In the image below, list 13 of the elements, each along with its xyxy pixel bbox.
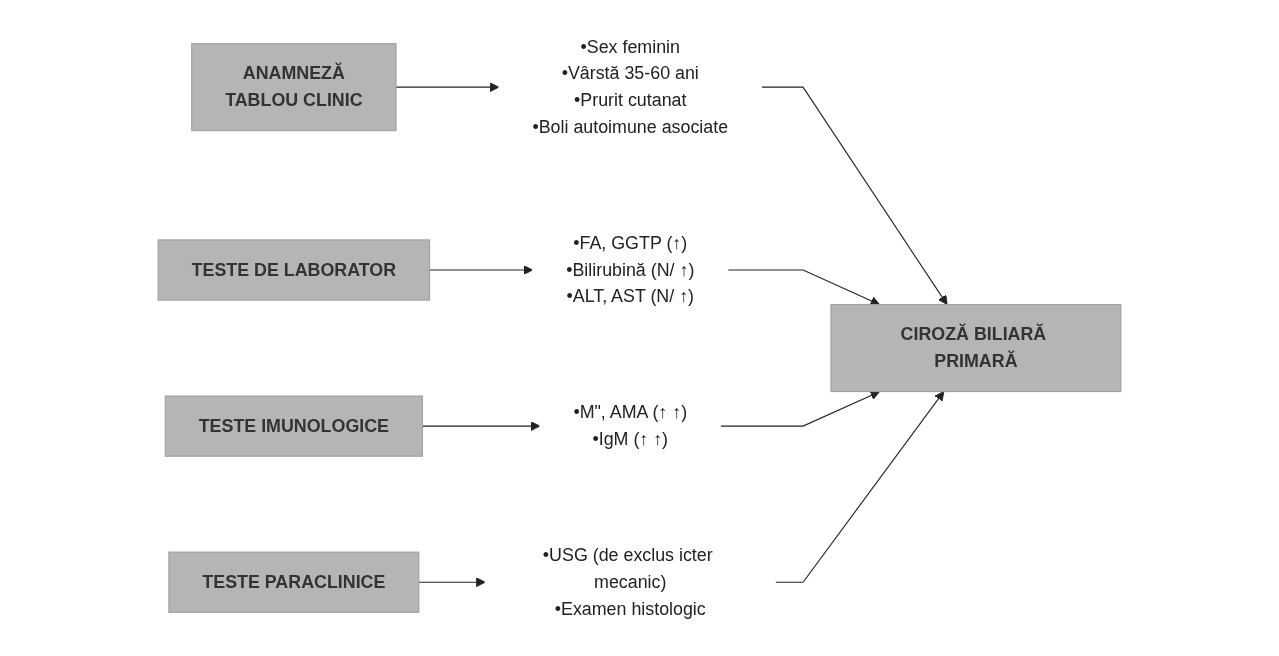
arrow: [727, 269, 881, 306]
node-box: TESTE DE LABORATOR: [157, 239, 431, 301]
node-box: CIROZĂ BILIARĂ PRIMARĂ: [830, 304, 1122, 393]
node-text: •USG (de exclus icter mecanic) •Examen histologic: [542, 545, 713, 618]
node-box: ANAMNEZĂ TABLOU CLINIC: [191, 43, 397, 132]
node-box: TESTE IMUNOLOGICE: [164, 395, 423, 457]
arrow: [418, 577, 486, 588]
node-text: •Sex feminin •Vârstă 35-60 ani •Prurit cutanat •Boli autoimune asociate: [532, 36, 729, 137]
arrow: [761, 86, 948, 306]
node-text: •M", AMA (↑ ↑) •IgM (↑ ↑): [573, 402, 688, 449]
arrow: [720, 390, 881, 427]
node-text: •FA, GGTP (↑) •Bilirubină (N/ ↑) •ALT, AST (N/ ↑): [566, 233, 695, 306]
node-box: TESTE PARACLINICE: [168, 551, 420, 613]
